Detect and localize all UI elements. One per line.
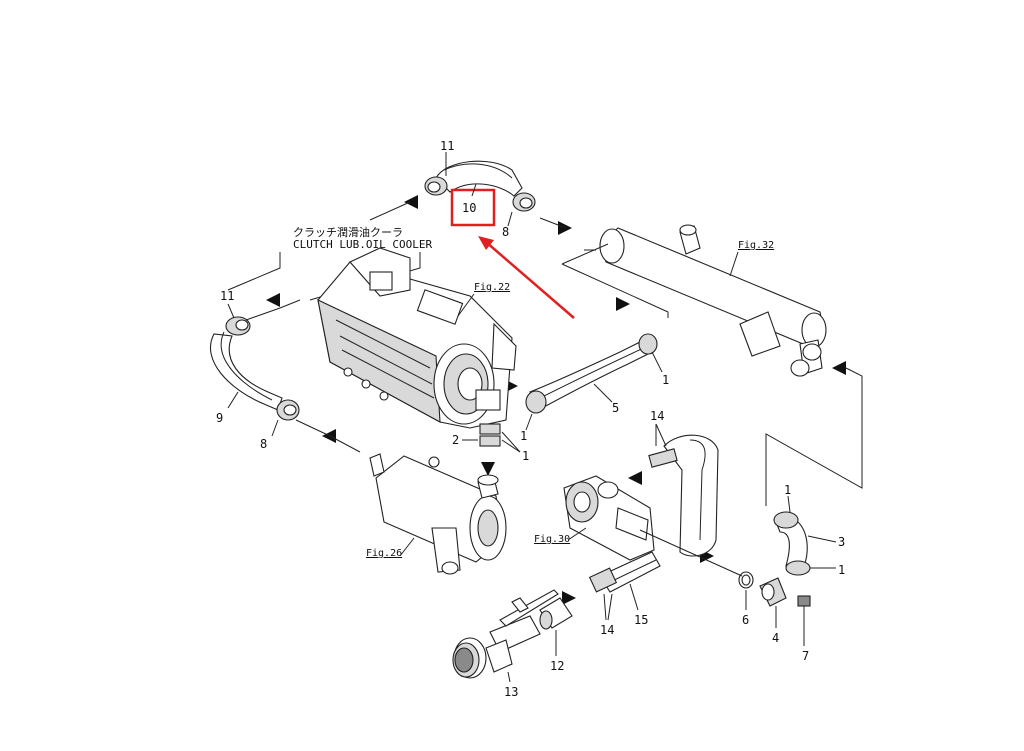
clamp-left-bottom [276, 399, 300, 421]
valve-13 [452, 589, 559, 683]
flow-arrows [266, 195, 846, 605]
part-number-2: 2 [452, 433, 459, 447]
part-number-1-under: 1 [520, 429, 527, 443]
part-number-9: 9 [216, 411, 223, 425]
part-number-1-right-low: 1 [838, 563, 845, 577]
clamp-top-right [512, 192, 536, 212]
fig-ref-22: Fig.22 [474, 282, 510, 293]
fig-ref-32: Fig.32 [738, 240, 774, 251]
highlight-arrow [478, 236, 575, 319]
part-number-13: 13 [504, 685, 518, 699]
title-japanese: クラッチ潤滑油クーラ [293, 225, 403, 239]
elbow-hose-3 [773, 495, 837, 576]
part-number-1-pair: 1 [522, 449, 529, 463]
part-number-15: 15 [634, 613, 648, 627]
part-number-11-left: 11 [220, 289, 234, 303]
elbow-4 [759, 577, 787, 628]
part-number-6: 6 [742, 613, 749, 627]
tank-fig26 [369, 453, 507, 575]
fig-ref-26: Fig.26 [366, 548, 402, 559]
oring-6 [738, 571, 754, 610]
fig-ref-30: Fig.30 [534, 534, 570, 545]
part-number-5: 5 [612, 401, 619, 415]
part-number-1-hose5: 1 [662, 373, 669, 387]
part-number-8-top: 8 [502, 225, 509, 239]
engine-block-fig22 [317, 247, 517, 429]
top-hose-assembly [424, 152, 536, 227]
hose-14-tall [648, 423, 719, 557]
pump-fig30 [563, 475, 655, 561]
title-english: CLUTCH LUB.OIL COOLER [293, 238, 432, 251]
left-hose-assembly [209, 299, 361, 453]
highlight-box [450, 188, 496, 227]
part-number-11-top: 11 [440, 139, 454, 153]
hose-15 [588, 551, 661, 621]
part-number-14-top: 14 [650, 409, 664, 423]
part-number-8-left: 8 [260, 437, 267, 451]
part-number-14-low: 14 [600, 623, 614, 637]
fitting-12 [539, 597, 573, 656]
hose-5 [525, 333, 663, 431]
part-number-4: 4 [772, 631, 779, 645]
part-number-12: 12 [550, 659, 564, 673]
part-number-3: 3 [838, 535, 845, 549]
cooler-fig32 [561, 224, 827, 377]
clamp-pair-2 [462, 423, 521, 453]
clamp-top-left [424, 176, 448, 196]
bolt-7 [797, 595, 811, 646]
part-number-1-right: 1 [784, 483, 791, 497]
part-number-7: 7 [802, 649, 809, 663]
part-number-10: 10 [462, 201, 476, 215]
clamp-left-top [225, 316, 251, 336]
